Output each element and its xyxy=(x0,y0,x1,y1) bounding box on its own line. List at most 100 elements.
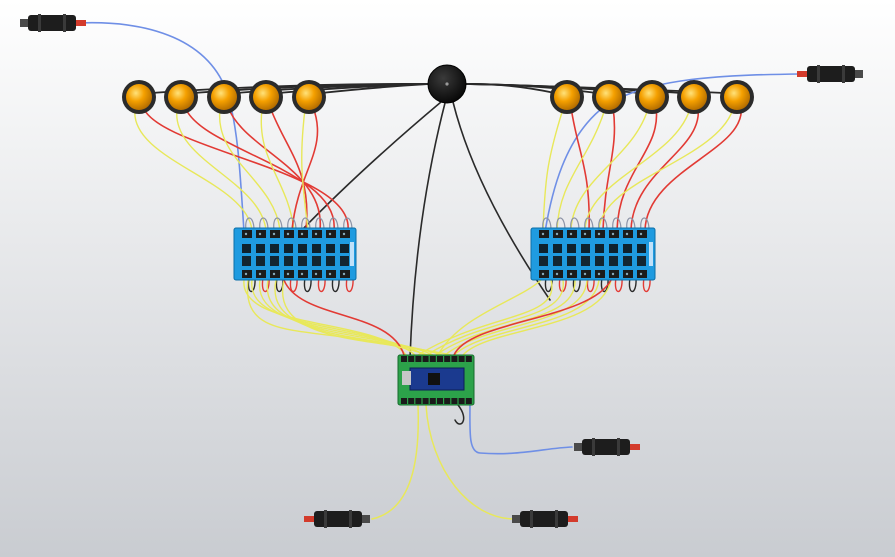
wire-red-button-relay xyxy=(269,106,308,231)
relay-screw xyxy=(300,232,304,236)
relay-board-left xyxy=(233,227,357,281)
relay-coil xyxy=(256,244,265,253)
relay-switch xyxy=(581,256,590,266)
wire-yellow-button-relay xyxy=(598,108,734,231)
relay-coil xyxy=(242,244,251,253)
relay-screw xyxy=(597,232,601,236)
relay-switch xyxy=(312,256,321,266)
relay-coil xyxy=(284,244,293,253)
connector-ridge xyxy=(617,438,620,456)
pushbutton-cap xyxy=(681,84,707,110)
relay-screw xyxy=(611,232,615,236)
wire-red-relay-controller xyxy=(283,279,405,356)
controller-terminal-top xyxy=(422,356,429,362)
relay-screw xyxy=(569,272,573,276)
connector-ridge xyxy=(817,65,820,83)
wire-connector xyxy=(304,510,370,528)
connector-cap xyxy=(574,443,582,451)
relay-screw xyxy=(244,232,248,236)
wire-gray-loop-left xyxy=(287,217,297,231)
relay-screw xyxy=(286,232,290,236)
wire-yellow-bottom-left xyxy=(371,404,420,520)
wire-relay-bottom-right xyxy=(600,277,609,293)
relay-board-right xyxy=(530,227,656,281)
controller-terminal-top xyxy=(429,356,436,362)
relay-coil xyxy=(609,244,618,253)
wire-gray-loop-right xyxy=(598,217,608,231)
relay-switch xyxy=(242,256,251,266)
connector-ridge xyxy=(530,510,533,528)
relay-switch xyxy=(340,256,349,266)
connectors-layer xyxy=(20,14,863,528)
controller-terminal-top xyxy=(465,356,472,362)
wire-connector xyxy=(574,438,640,456)
controller-terminal-bottom xyxy=(429,398,436,404)
wire-red-button-relay xyxy=(570,106,590,231)
controller-terminal-bottom xyxy=(465,398,472,404)
relay-screw xyxy=(625,272,629,276)
relay-screw xyxy=(342,232,346,236)
connector-ridge xyxy=(592,438,595,456)
wire-relay-bottom-left xyxy=(247,277,256,293)
relay-screw xyxy=(328,232,332,236)
relay-coil xyxy=(567,244,576,253)
wire-black-controller xyxy=(454,404,465,425)
relay-switch xyxy=(284,256,293,266)
wire-red-relay-controller xyxy=(453,279,612,356)
relay-coil xyxy=(623,244,632,253)
relay-switch xyxy=(553,256,562,266)
connector-red-tip xyxy=(630,444,640,450)
relay-pcb xyxy=(530,227,656,281)
relay-switch xyxy=(609,256,618,266)
wire-gray-loop-right xyxy=(626,217,636,231)
wire-yellow-relay-controller xyxy=(462,279,612,356)
connector-red-tip xyxy=(568,516,578,522)
wire-blue-bottom-right xyxy=(469,399,573,455)
wire-yellow-button-relay xyxy=(301,108,309,231)
wire-relay-bottom-right xyxy=(614,277,623,293)
relay-screw xyxy=(272,232,276,236)
controller-terminal-bottom xyxy=(415,398,422,404)
controller-terminal-top xyxy=(437,356,443,362)
wire-gray-loop-left xyxy=(301,217,311,231)
wire-yellow-button-relay xyxy=(219,108,281,231)
wire-red-button-relay xyxy=(644,106,742,231)
relay-screw xyxy=(300,272,304,276)
central-hub xyxy=(427,64,467,104)
relay-screw xyxy=(342,272,346,276)
wire-relay-bottom-left xyxy=(261,277,270,293)
relay-screw xyxy=(583,232,587,236)
controller-terminal-bottom xyxy=(437,398,443,404)
wire-red-button-relay xyxy=(227,106,321,231)
pushbutton-cap xyxy=(596,84,622,110)
relay-screw xyxy=(625,232,629,236)
connector-red-tip xyxy=(76,20,86,26)
relay-switch xyxy=(567,256,576,266)
relay-switch xyxy=(595,256,604,266)
relay-screw xyxy=(639,232,643,236)
relay-switch xyxy=(298,256,307,266)
pushbutton xyxy=(122,80,156,114)
connector-ridge xyxy=(842,65,845,83)
wire-red-button-relay xyxy=(291,106,319,231)
wire-yellow-button-relay xyxy=(134,108,253,231)
wire-red-button-relay xyxy=(616,106,658,231)
wire-red-button-relay xyxy=(184,106,335,231)
pushbutton-cap xyxy=(126,84,152,110)
wire-gray-loop-left xyxy=(315,217,325,231)
pushbutton xyxy=(207,80,241,114)
relay-switch xyxy=(326,256,335,266)
wire-yellow-bottom-right xyxy=(425,404,517,520)
relay-screw xyxy=(583,272,587,276)
wire-gray-loop-right xyxy=(556,217,566,231)
relay-screw xyxy=(541,272,545,276)
pushbuttons-layer xyxy=(122,80,754,114)
controller-terminal-bottom xyxy=(408,398,415,404)
relay-coil xyxy=(298,244,307,253)
relay-coil xyxy=(539,244,548,253)
relay-coil xyxy=(270,244,279,253)
wire-relay-bottom-left xyxy=(345,277,354,293)
connector-cap xyxy=(512,515,520,523)
controller-terminal-bottom xyxy=(458,398,465,404)
